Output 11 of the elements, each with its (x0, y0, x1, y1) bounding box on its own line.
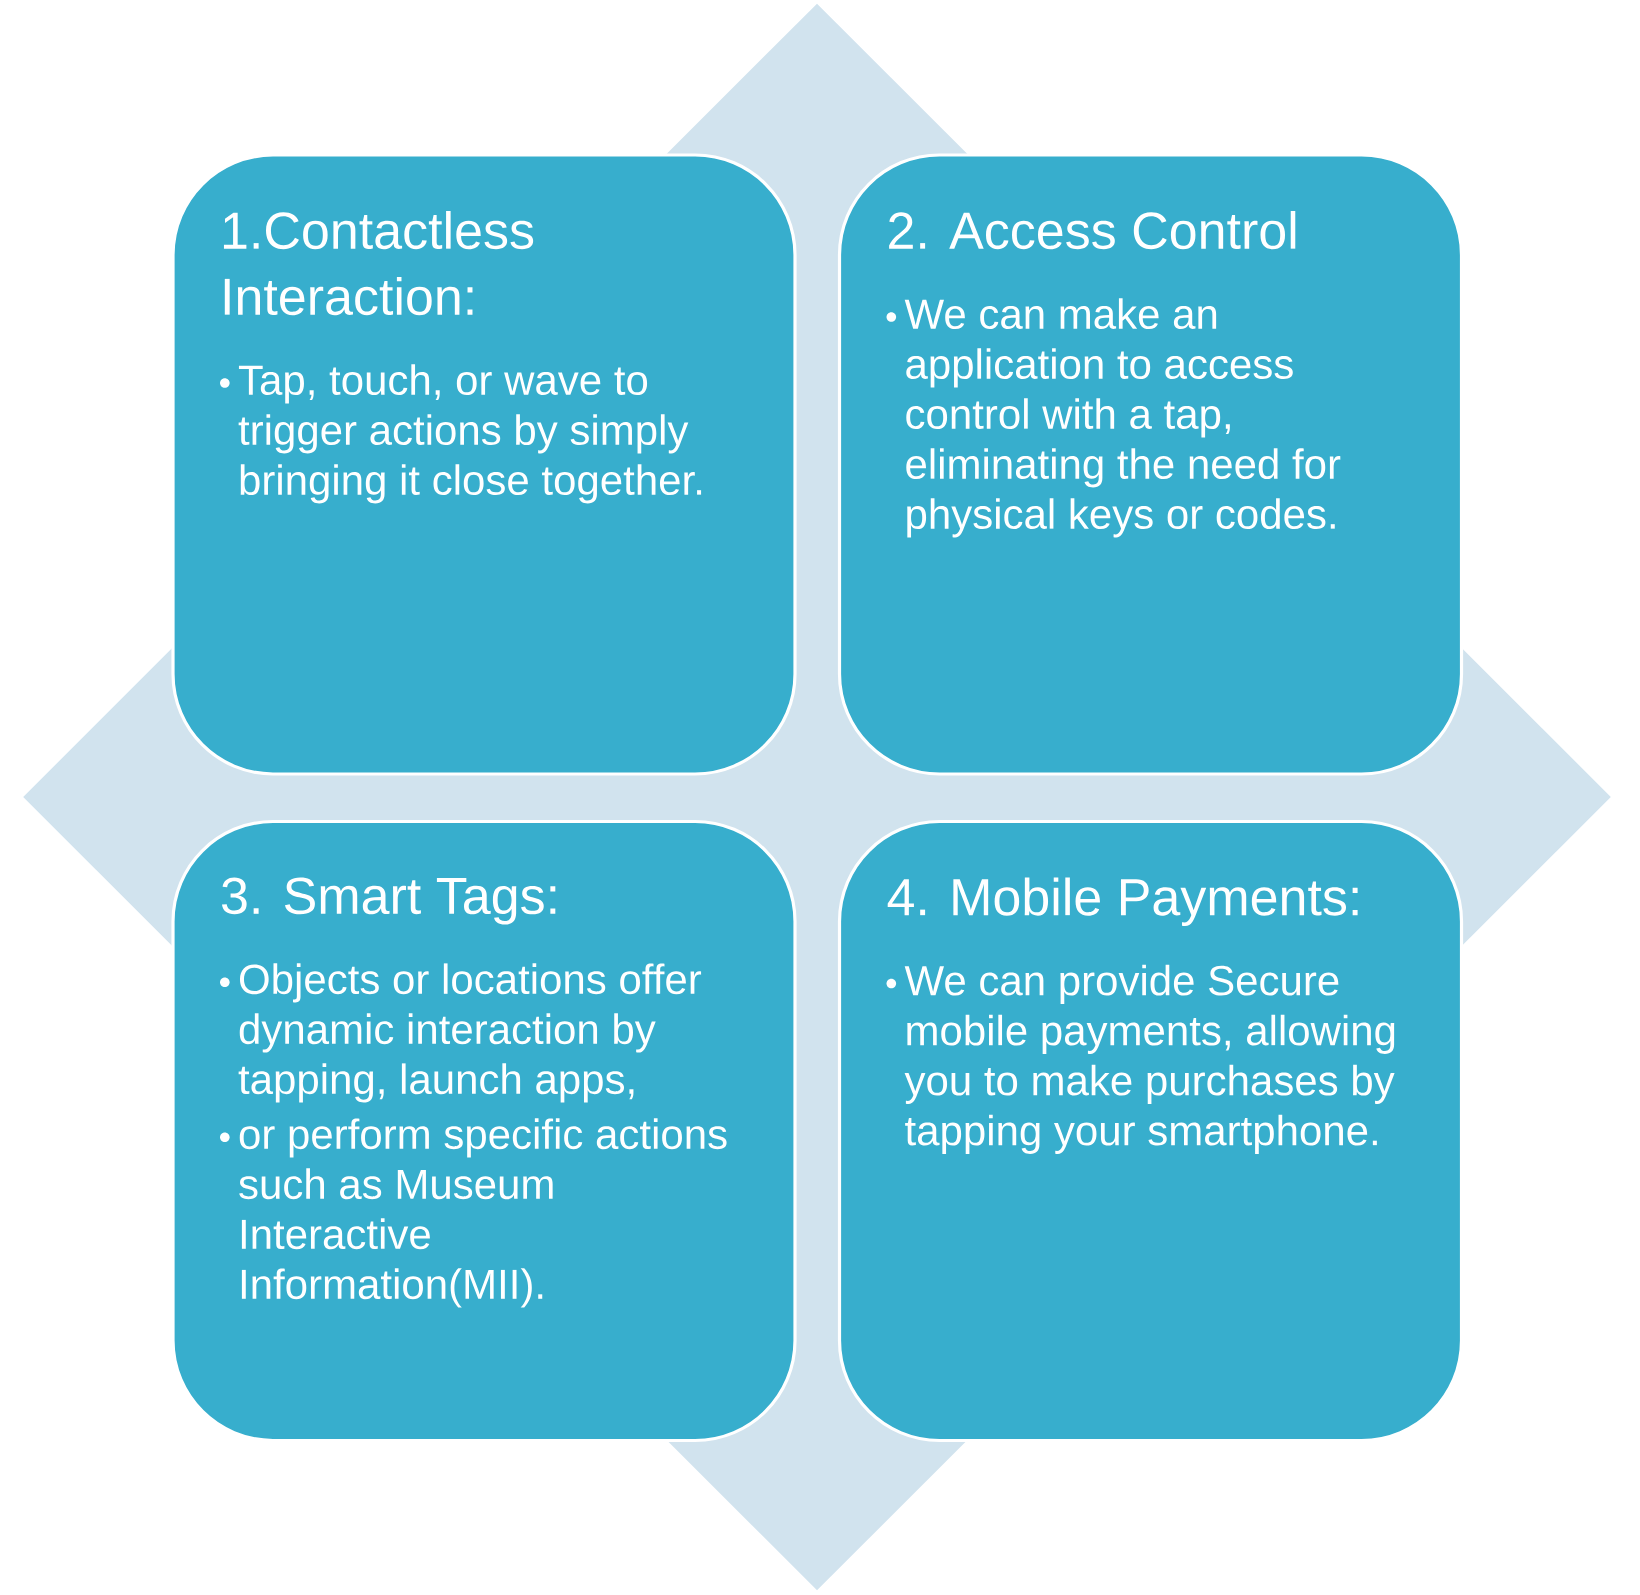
card-title: 2. Access Control (889, 211, 1296, 250)
card-title: 4. Mobile Payments: (887, 877, 1358, 926)
card-title: 1.Contactless Interaction: (223, 211, 534, 316)
info-card (837, 153, 1464, 776)
card-title: 3. Smart Tags: (222, 877, 556, 925)
info-card (837, 819, 1464, 1443)
bullet-text: Tap, touch, or wave to trigger actions by simply bringing it close together. (238, 364, 702, 504)
bullet-text: or perform specific actions such as Museum Interactive Information(MII). (239, 1118, 727, 1308)
info-card (171, 819, 797, 1443)
bullet-text: We can provide Secure mobile payments, allowing you to make purchases by tapping your smartphone. (904, 964, 1395, 1154)
bullet-text: We can make an application to access control with a tap, eliminating the need for physical keys or codes. (904, 298, 1341, 538)
